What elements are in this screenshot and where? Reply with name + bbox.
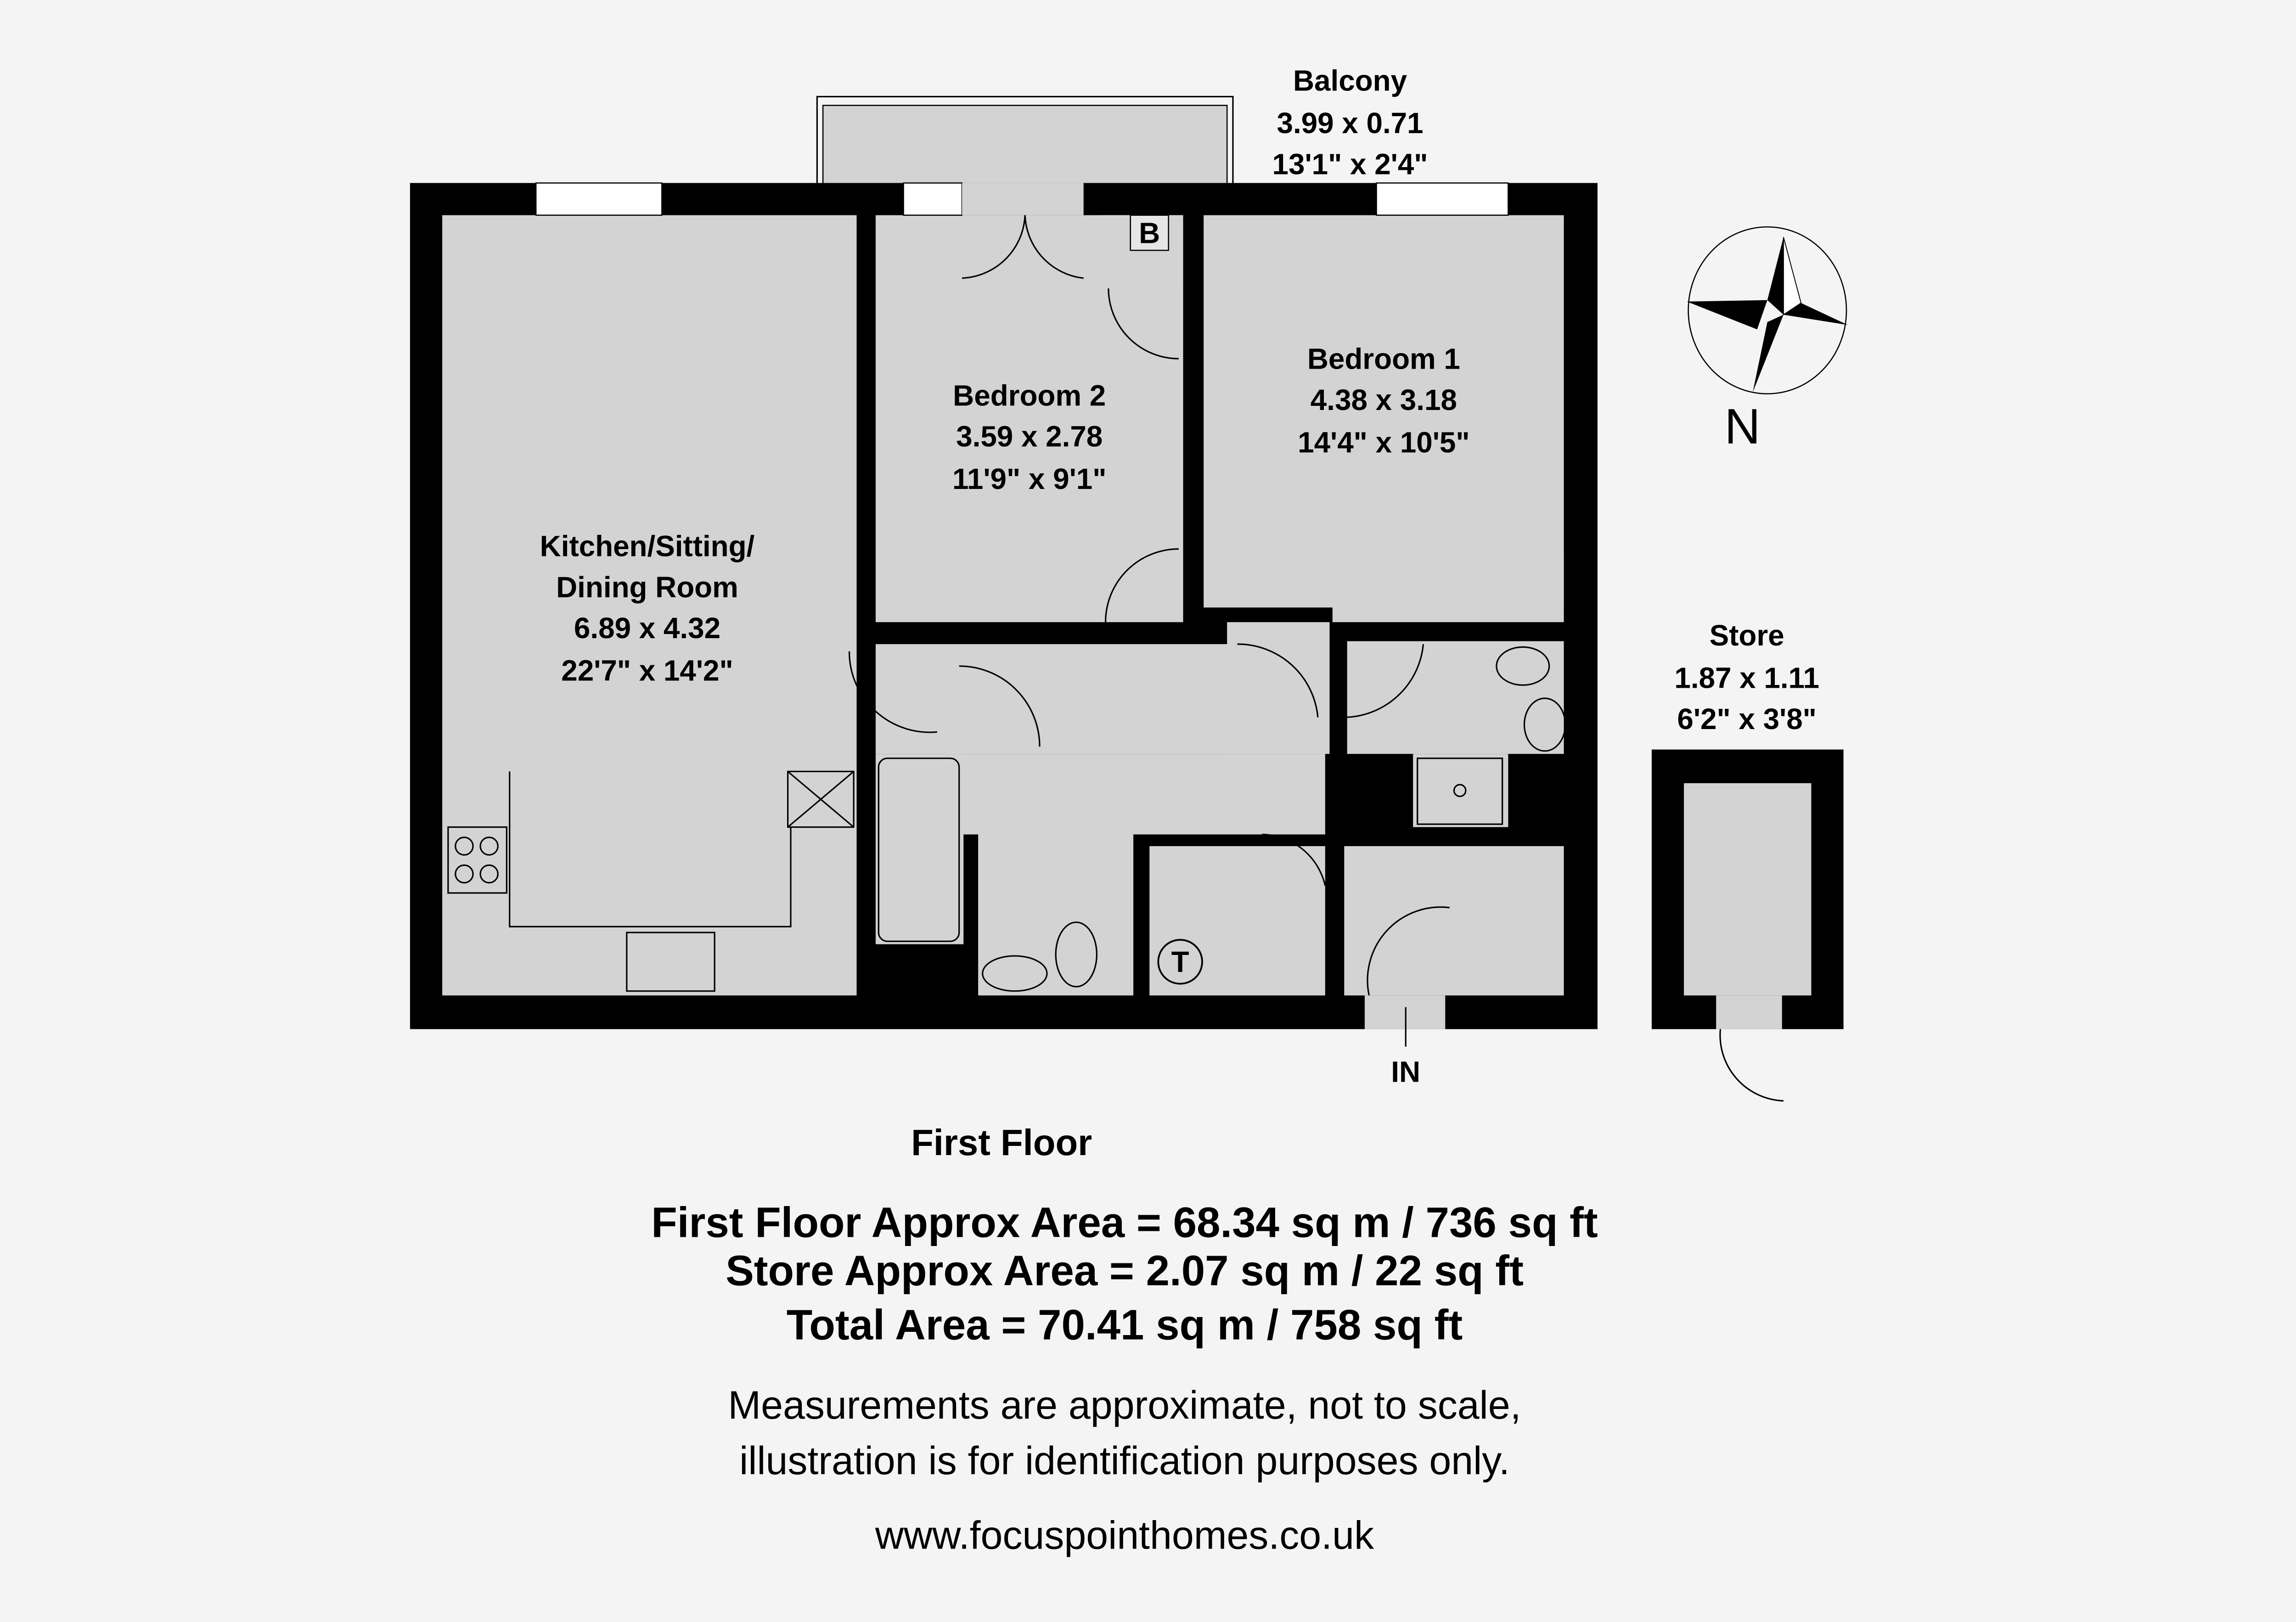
- first-floor-area: First Floor Approx Area = 68.34 sq m / 7…: [651, 1198, 1598, 1246]
- svg-text:1.87 x 1.11: 1.87 x 1.11: [1674, 662, 1819, 695]
- svg-text:Kitchen/Sitting/: Kitchen/Sitting/: [540, 530, 755, 563]
- compass-icon: N: [1687, 226, 1848, 454]
- north-label: N: [1724, 398, 1760, 454]
- hallway-upper: [1227, 622, 1330, 754]
- bedroom1-label: Bedroom 1 4.38 x 3.18 14'4" x 10'5": [1298, 342, 1469, 459]
- store: [1651, 749, 1844, 1029]
- kitchen-label: Kitchen/Sitting/ Dining Room 6.89 x 4.32…: [540, 530, 755, 687]
- svg-text:Bedroom 1: Bedroom 1: [1307, 342, 1460, 376]
- disclaimer-line-1: Measurements are approximate, not to sca…: [728, 1383, 1521, 1427]
- svg-text:Bedroom 2: Bedroom 2: [953, 379, 1106, 412]
- bedroom1-floor: [1204, 215, 1564, 608]
- store-area: Store Approx Area = 2.07 sq m / 22 sq ft: [726, 1247, 1524, 1295]
- svg-text:4.38 x 3.18: 4.38 x 3.18: [1311, 383, 1457, 416]
- fixtures: [447, 646, 1566, 992]
- wardrobe: [1332, 556, 1564, 623]
- store-label: Store 1.87 x 1.11 6'2" x 3'8": [1674, 619, 1819, 735]
- svg-text:6'2" x 3'8": 6'2" x 3'8": [1677, 702, 1817, 735]
- svg-text:11'9" x 9'1": 11'9" x 9'1": [952, 462, 1107, 495]
- door-swings: [848, 215, 1784, 1102]
- total-area: Total Area = 70.41 sq m / 758 sq ft: [787, 1301, 1463, 1349]
- ensuite: [1347, 641, 1564, 754]
- floor-label: First Floor: [911, 1122, 1092, 1163]
- rooms: [442, 215, 1564, 996]
- svg-text:Store: Store: [1710, 619, 1784, 652]
- svg-text:Balcony: Balcony: [1293, 64, 1407, 97]
- entrance-label: IN: [1391, 1055, 1420, 1088]
- balcony: [816, 95, 1234, 185]
- svg-text:Dining Room: Dining Room: [556, 571, 738, 604]
- svg-text:6.89 x 4.32: 6.89 x 4.32: [574, 612, 720, 645]
- entrance-lobby: [1344, 846, 1564, 996]
- tank-cupboard: [1149, 846, 1325, 996]
- boiler-symbol: B: [1130, 214, 1169, 251]
- svg-text:22'7" x 14'2": 22'7" x 14'2": [561, 654, 733, 687]
- tank-label: T: [1171, 945, 1189, 978]
- bedroom2-label: Bedroom 2 3.59 x 2.78 11'9" x 9'1": [952, 379, 1107, 495]
- svg-text:3.59 x 2.78: 3.59 x 2.78: [956, 420, 1103, 453]
- kitchen-floor: [442, 215, 857, 996]
- svg-text:14'4" x 10'5": 14'4" x 10'5": [1298, 426, 1469, 459]
- windows: [535, 182, 1509, 216]
- bath-area: [875, 754, 964, 944]
- tank-symbol: T: [1157, 939, 1203, 985]
- shower: [1413, 754, 1508, 827]
- website-link[interactable]: www.focuspointhomes.co.uk: [875, 1514, 1374, 1558]
- svg-text:3.99 x 0.71: 3.99 x 0.71: [1277, 107, 1423, 140]
- balcony-label: Balcony 3.99 x 0.71 13'1" x 2'4": [1272, 64, 1428, 181]
- boiler-label: B: [1139, 216, 1160, 249]
- svg-text:13'1" x 2'4": 13'1" x 2'4": [1272, 147, 1428, 180]
- disclaimer-line-2: illustration is for identification purpo…: [739, 1439, 1510, 1483]
